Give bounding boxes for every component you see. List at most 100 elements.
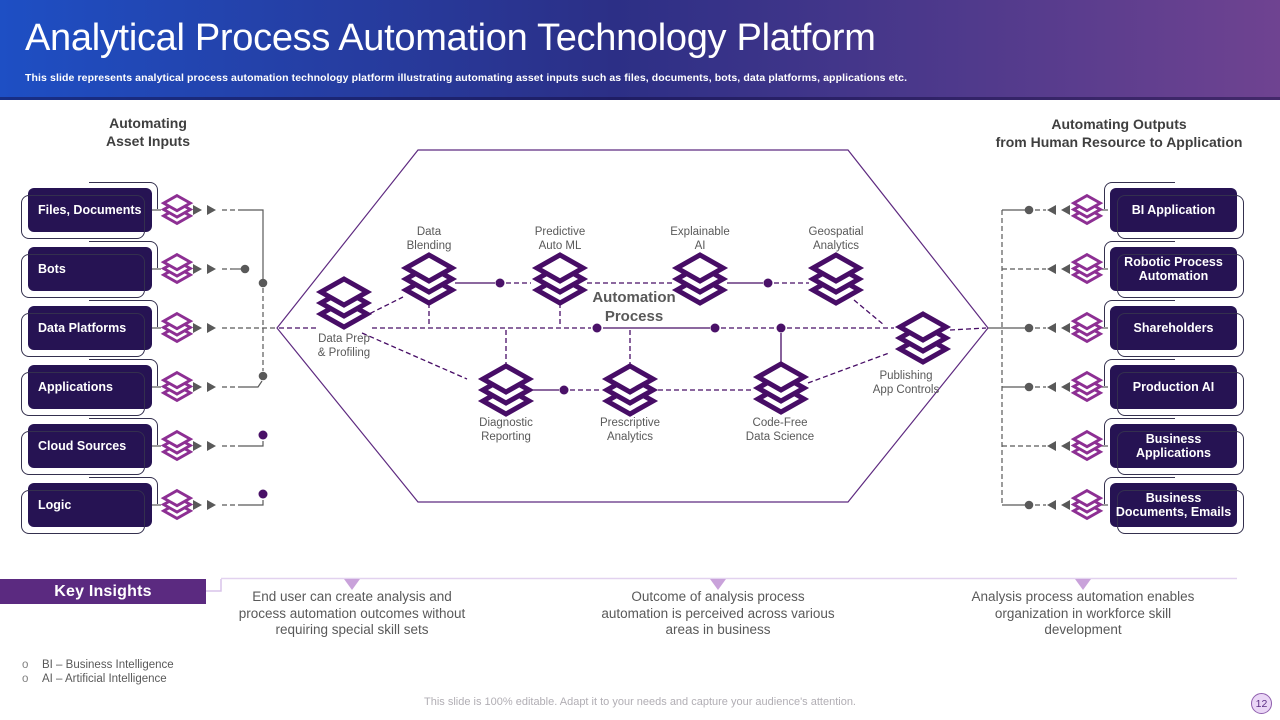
outputs-heading-line2: from Human Resource to Application xyxy=(995,134,1243,150)
inputs-heading-line1: Automating xyxy=(109,115,187,131)
layers-icon xyxy=(321,279,367,327)
input-junction-dots-purple xyxy=(258,430,268,499)
key-insights-banner: Key Insights xyxy=(0,579,206,604)
junction-dot xyxy=(710,323,720,333)
output-box-business-documents-emails: Business Documents, Emails xyxy=(1104,477,1237,527)
layers-icon xyxy=(607,366,653,414)
footnotes: o BI – Business Intelligence o AI – Arti… xyxy=(22,658,174,686)
outputs-heading: Automating Outputs from Human Resource t… xyxy=(978,115,1260,151)
input-box-files-documents: Files, Documents xyxy=(28,182,158,232)
arrow-right-icon xyxy=(193,205,202,215)
layers-icon xyxy=(162,430,192,461)
editable-note: This slide is 100% editable. Adapt it to… xyxy=(424,696,856,708)
bullet-icon: o xyxy=(22,659,29,671)
junction-dot xyxy=(776,323,786,333)
insight-text-2: Outcome of analysis process automation i… xyxy=(601,589,835,637)
layers-icon xyxy=(1072,312,1102,343)
arrow-left-icon xyxy=(1061,264,1070,274)
layers-icon xyxy=(813,255,859,303)
junction-dot xyxy=(1024,205,1034,215)
input-box-label: Cloud Sources xyxy=(38,439,127,453)
layers-icon xyxy=(483,366,529,414)
junction-dot xyxy=(592,323,602,333)
header-banner: Analytical Process Automation Technology… xyxy=(0,0,1280,100)
arrow-right-icon xyxy=(207,264,216,274)
output-connectors xyxy=(988,209,1108,506)
input-box-data-platforms: Data Platforms xyxy=(28,300,158,350)
arrow-right-icon xyxy=(193,264,202,274)
arrow-right-icon xyxy=(207,441,216,451)
insight-text-1: End user can create analysis and process… xyxy=(238,589,466,637)
junction-dot xyxy=(559,385,569,395)
insight-pointer-icon xyxy=(1075,579,1091,590)
input-connectors xyxy=(152,209,277,506)
inputs-heading-line2: Asset Inputs xyxy=(105,133,190,149)
arrow-left-icon xyxy=(1061,205,1070,215)
layers-icon xyxy=(162,371,192,402)
output-box-label: Business Applications xyxy=(1135,432,1211,460)
footnote-text: BI – Business Intelligence xyxy=(42,659,174,671)
arrow-left-icon xyxy=(1061,500,1070,510)
arrow-right-icon xyxy=(193,500,202,510)
footnote-ai: o AI – Artificial Intelligence xyxy=(22,672,174,686)
input-junction-dots xyxy=(240,264,268,381)
layers-icon xyxy=(1072,253,1102,284)
arrow-left-icon xyxy=(1047,205,1056,215)
layers-icon xyxy=(406,255,452,303)
insights-connector xyxy=(206,577,1237,592)
arrow-left-icon xyxy=(1061,382,1070,392)
bullet-icon: o xyxy=(22,673,29,685)
input-arrows xyxy=(193,205,216,510)
output-box-robotic-process-automation: Robotic Process Automation xyxy=(1104,241,1237,291)
insight-text-3: Analysis process automation enables orga… xyxy=(971,589,1195,637)
input-box-label: Data Platforms xyxy=(38,321,127,335)
input-box-cloud-sources: Cloud Sources xyxy=(28,418,158,468)
hexagon-outline xyxy=(276,149,989,503)
junction-dot xyxy=(763,278,773,288)
page-title: Analytical Process Automation Technology… xyxy=(25,17,876,59)
process-junction-dots xyxy=(495,278,786,395)
input-box-label: Applications xyxy=(38,380,114,394)
arrow-right-icon xyxy=(207,323,216,333)
arrow-left-icon xyxy=(1047,441,1056,451)
layers-icon xyxy=(758,364,804,412)
output-box-shareholders: Shareholders xyxy=(1104,300,1237,350)
footnote-text: AI – Artificial Intelligence xyxy=(42,673,167,685)
input-box-label: Bots xyxy=(38,262,66,276)
arrow-right-icon xyxy=(193,323,202,333)
layers-icon xyxy=(1072,371,1102,402)
node-label-data-prep-profiling: Data Prep& Profiling xyxy=(317,333,371,359)
junction-dot xyxy=(258,430,268,440)
output-box-label: BI Application xyxy=(1131,203,1216,217)
input-box-logic: Logic xyxy=(28,477,158,527)
junction-dot xyxy=(258,371,268,381)
output-icons xyxy=(1072,194,1102,520)
arrow-left-icon xyxy=(1047,382,1056,392)
arrow-right-icon xyxy=(207,500,216,510)
layers-icon xyxy=(900,314,946,362)
arrow-left-icon xyxy=(1047,264,1056,274)
page-subtitle: This slide represents analytical process… xyxy=(25,72,908,84)
output-junction-dots xyxy=(1024,205,1034,510)
layers-icon xyxy=(162,489,192,520)
input-box-bots: Bots xyxy=(28,241,158,291)
layers-icon xyxy=(1072,194,1102,225)
insight-pointer-icon xyxy=(710,579,726,590)
output-box-production-ai: Production AI xyxy=(1104,359,1237,409)
arrow-right-icon xyxy=(207,382,216,392)
layers-icon xyxy=(162,194,192,225)
output-box-label: Robotic Process Automation xyxy=(1124,255,1223,283)
arrow-left-icon xyxy=(1061,441,1070,451)
output-box-label: Production AI xyxy=(1132,380,1215,394)
output-arrows xyxy=(1047,205,1070,510)
layers-icon xyxy=(162,312,192,343)
arrow-right-icon xyxy=(193,382,202,392)
